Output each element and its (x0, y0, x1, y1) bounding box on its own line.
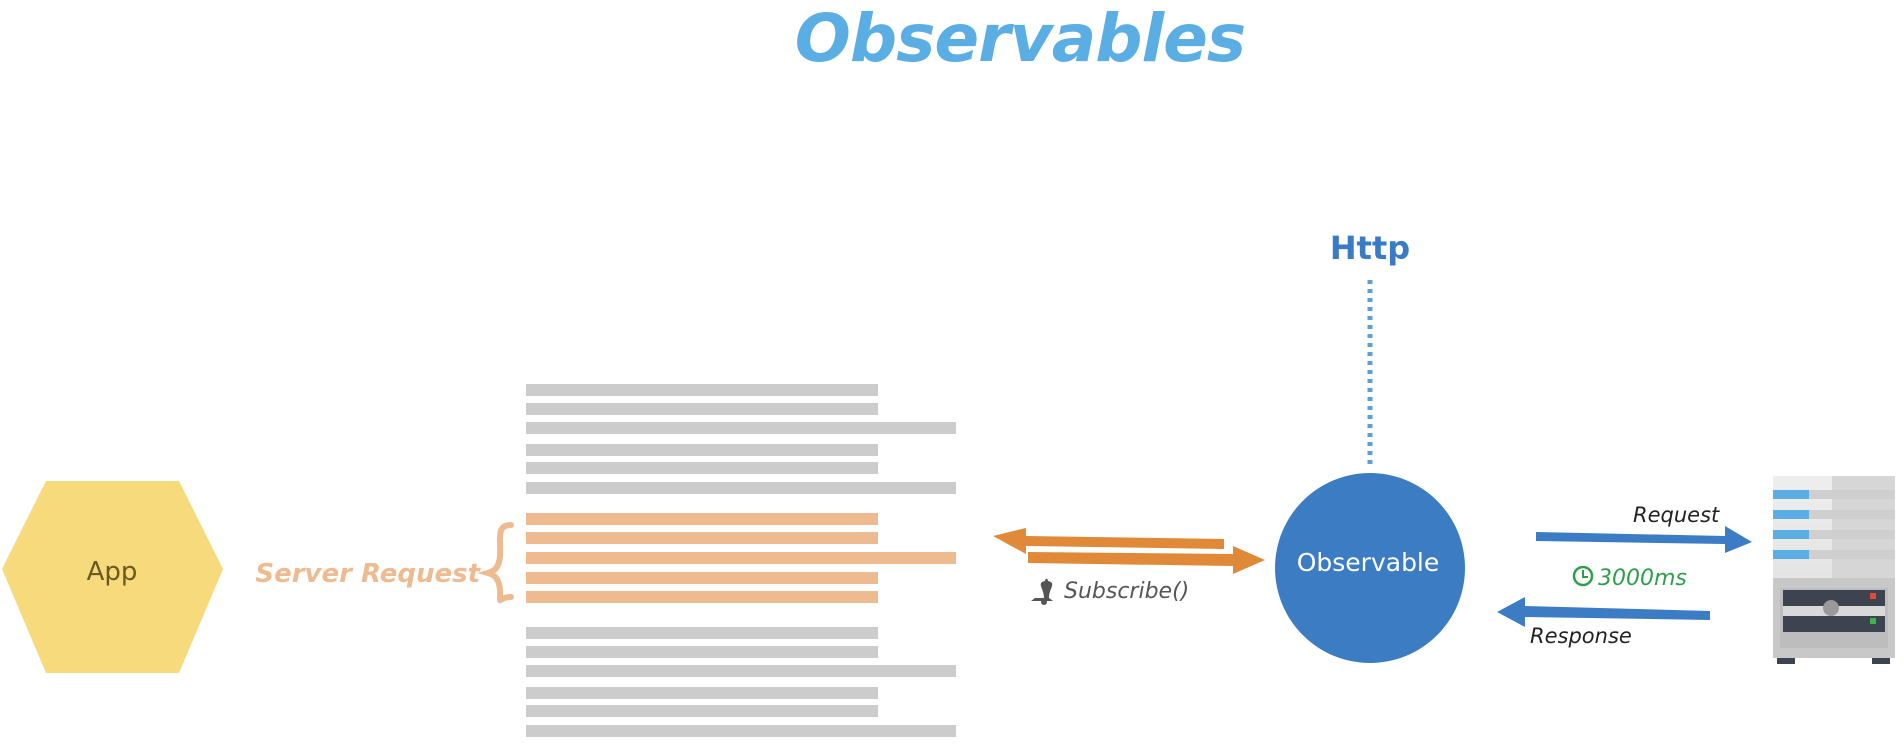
observable-label: Observable (1297, 548, 1440, 577)
observable-node: Observable (1275, 473, 1465, 663)
response-arrow (1497, 597, 1710, 627)
server-icon (1773, 476, 1895, 664)
server-request-annotation: Server Request (255, 522, 514, 604)
http-label: Http (1330, 229, 1410, 267)
observable-circle (1275, 473, 1465, 663)
http-annotation: Http (1330, 229, 1410, 468)
app-node: App (2, 481, 223, 673)
server-request-label: Server Request (255, 559, 481, 589)
code-line (526, 422, 956, 434)
code-line (526, 665, 956, 677)
page-title: Observables (794, 0, 1246, 77)
brace-icon (477, 522, 514, 604)
clock-icon (1572, 565, 1594, 587)
request-annotation: Request (1536, 503, 1752, 553)
response-annotation: Response (1497, 597, 1710, 648)
app-hexagon (2, 481, 223, 673)
code-line (526, 705, 878, 717)
code-line (526, 482, 956, 494)
arrow-left (993, 528, 1224, 554)
timing-label: 3000ms (1598, 566, 1687, 591)
code-line-highlighted (526, 572, 878, 584)
request-arrow (1536, 526, 1752, 553)
code-line (526, 462, 878, 474)
code-line (526, 384, 878, 396)
subscribe-label: Subscribe() (1064, 579, 1189, 604)
code-lines (526, 384, 956, 737)
code-line-highlighted (526, 532, 878, 544)
code-line (526, 646, 878, 658)
code-line (526, 627, 878, 639)
timing-annotation: 3000ms (1572, 565, 1687, 591)
request-label: Request (1633, 503, 1720, 527)
subscribe-arrows (993, 528, 1265, 574)
code-line (526, 725, 956, 737)
bell-icon (1031, 578, 1053, 605)
code-line-highlighted (526, 591, 878, 603)
code-line (526, 687, 878, 699)
code-line-highlighted (526, 513, 878, 525)
code-line (526, 444, 878, 456)
app-label: App (87, 557, 138, 587)
subscribe-annotation: Subscribe() (1031, 578, 1189, 605)
code-line (526, 403, 878, 415)
arrow-right (1028, 546, 1265, 574)
response-label: Response (1530, 624, 1632, 648)
code-line-highlighted (526, 552, 956, 564)
